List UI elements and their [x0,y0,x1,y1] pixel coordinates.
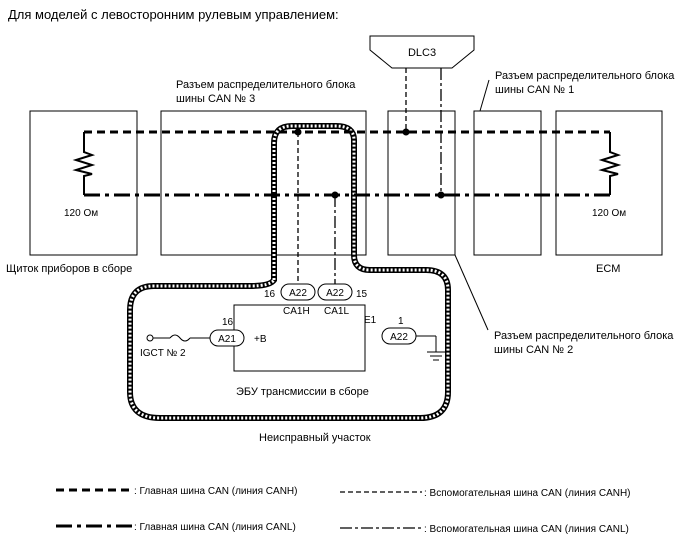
splice-dlc3-canl [437,191,445,199]
resistor-right-label: 120 Ом [592,208,626,219]
ecm-label: ECM [596,263,620,275]
legend: : Главная шина CAN (линия CANH) : Вспомо… [56,486,631,535]
legend-main-canl-label: : Главная шина CAN (линия CANL) [134,522,296,533]
junction-1-label-line2: шины CAN № 1 [495,84,574,96]
faulty-area-label: Неисправный участок [259,432,371,444]
connector-plus-b-pin: 16 [222,317,234,328]
resistor-left-label: 120 Ом [64,208,98,219]
connector-ca1l-terminal: CA1L [324,306,349,317]
tcm-box [233,304,366,372]
junction-1-label-line1: Разъем распределительного блока [495,70,675,82]
combination-meter-label: Щиток приборов в сборе [6,263,132,275]
junction-3-label-line2: шины CAN № 3 [176,93,255,105]
main-canh-line [83,130,611,150]
junction-2-label-line1: Разъем распределительного блока [494,330,674,342]
faulty-area-boundary [127,123,451,421]
connector-ca1l-code: A22 [326,288,344,299]
tcm-e1-label: E1 [364,315,377,326]
tcm-label: ЭБУ трансмиссии в сборе [236,386,369,398]
legend-branch-canh-label: : Вспомогательная шина CAN (линия CANH) [424,488,631,499]
dlc3-connector-shape [369,35,475,69]
connector-ca1h-code: A22 [289,288,307,299]
main-canl-line [83,178,611,197]
dlc3-junction-box [387,110,456,256]
connector-ca1h-pin: 16 [264,289,276,300]
fuse-icon [169,334,191,342]
connector-ca1h: A22 16 CA1H [264,283,316,317]
connector-e1: A22 1 E1 [364,315,417,345]
splice-dlc3-canh [402,128,410,136]
connector-e1-pin: 1 [398,316,404,327]
junction-2-leader [454,254,489,331]
tcm-plus-b-label: +B [254,334,267,345]
connector-ca1l: A22 15 CA1L [317,283,368,317]
resistor-left [72,150,96,178]
junction-connector-3-box [160,110,367,256]
diagram-title: Для моделей с левосторонним рулевым упра… [8,7,339,22]
connector-ca1h-terminal: CA1H [283,306,310,317]
connector-plus-b-code: A21 [218,334,236,345]
legend-branch-canl-label: : Вспомогательная шина CAN (линия CANL) [424,524,629,535]
ground-icon [427,351,445,361]
resistor-right [598,150,622,178]
splice-tcm-canh [294,128,302,136]
junction-connector-1-box [473,110,542,256]
junction-1-leader [479,79,490,112]
dlc3-label: DLC3 [408,47,436,59]
fuse-label: IGCT № 2 [140,348,186,359]
connector-e1-code: A22 [390,332,408,343]
connector-ca1l-pin: 15 [356,289,368,300]
splice-tcm-canl [331,191,339,199]
legend-main-canh-label: : Главная шина CAN (линия CANH) [134,486,297,497]
junction-2-label-line2: шины CAN № 2 [494,344,573,356]
junction-3-label-line1: Разъем распределительного блока [176,79,356,91]
fuse-terminal [146,334,154,342]
